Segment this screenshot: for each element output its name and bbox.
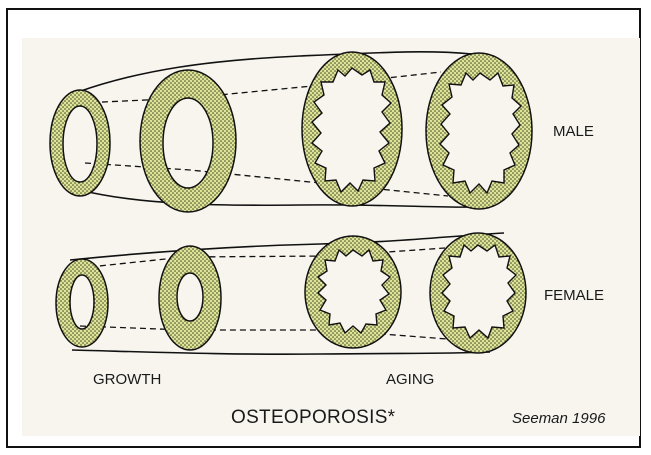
female-envelope-bottom bbox=[72, 350, 490, 354]
label-aging: AGING bbox=[386, 372, 434, 387]
female-row bbox=[56, 233, 526, 354]
label-growth: GROWTH bbox=[93, 372, 161, 387]
male-row bbox=[50, 52, 532, 212]
label-male: MALE bbox=[553, 124, 594, 139]
figure-title: OSTEOPOROSIS* bbox=[231, 408, 395, 427]
male-ring-growth-early bbox=[50, 90, 110, 196]
label-female: FEMALE bbox=[544, 288, 604, 303]
male-envelope-top bbox=[78, 52, 472, 92]
female-envelope-top bbox=[70, 233, 504, 260]
female-ring-growth-early bbox=[56, 259, 108, 347]
female-dashed-bottom bbox=[80, 326, 460, 340]
citation: Seeman 1996 bbox=[512, 411, 605, 426]
male-ring-growth-late bbox=[140, 70, 236, 212]
female-ring-growth-late bbox=[159, 246, 221, 350]
